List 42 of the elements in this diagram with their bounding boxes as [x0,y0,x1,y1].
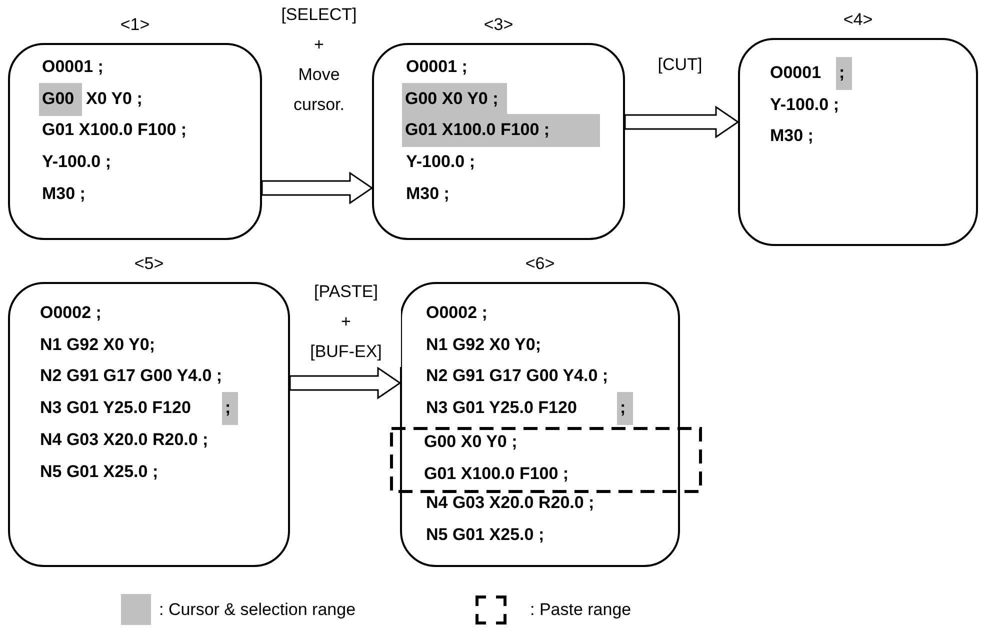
block-arrow [624,106,740,138]
cursor-highlight: G00 X0 Y0 ; [402,82,507,116]
panel-number: <1> [120,15,150,35]
cursor-highlight: ; [836,57,852,90]
code-line: M30 ; [770,125,814,148]
code-line: O0001 ; [42,56,104,78]
code-line: N4 G03 X20.0 R20.0 ; [40,428,208,451]
legend-label: : Paste range [530,599,632,622]
code-line: N5 G01 X25.0 ; [40,460,158,482]
panel-number: <3> [484,15,514,35]
cursor-highlight: G01 X100.0 F100 ; [402,114,600,148]
code-line: N4 G03 X20.0 R20.0 ; [426,492,594,514]
cursor-highlight: G00 [39,82,82,116]
code-line: G01 X100.0 F100 ; [42,119,187,142]
code-line: N2 G91 G17 G00 Y4.0 ; [40,365,222,388]
code-line: O0002 ; [426,302,488,324]
panel-number: <6> [525,254,555,274]
block-arrow [261,172,374,204]
code-line: N3 G01 Y25.0 F120 [40,397,191,420]
code-line: N2 G91 G17 G00 Y4.0 ; [426,365,608,388]
code-line: Y-100.0 ; [770,94,839,116]
code-line: M30 ; [406,182,450,205]
code-line: G00 X0 Y0 ; [424,431,518,453]
code-line: O0001 ; [406,56,468,78]
panel-number: <4> [843,10,873,30]
code-line: N1 G92 X0 Y0; [426,334,541,356]
panel-number: <5> [134,254,164,274]
code-line: M30 ; [42,182,86,205]
code-line: N3 G01 Y25.0 F120 [426,397,577,420]
cursor-highlight: ; [617,392,633,426]
code-line: X0 Y0 ; [86,88,142,110]
cursor-highlight: ; [222,392,238,426]
code-line: O0002 ; [40,302,102,324]
code-line: N5 G01 X25.0 ; [426,524,544,546]
code-line: O0001 [770,62,822,84]
code-line: Y-100.0 ; [406,151,475,174]
code-line: N1 G92 X0 Y0; [40,334,155,356]
code-line: G01 X100.0 F100 ; [424,462,569,485]
code-line: Y-100.0 ; [42,151,111,174]
paste-range-box [390,427,702,493]
block-arrow [289,366,402,400]
legend-label: : Cursor & selection range [159,598,356,621]
